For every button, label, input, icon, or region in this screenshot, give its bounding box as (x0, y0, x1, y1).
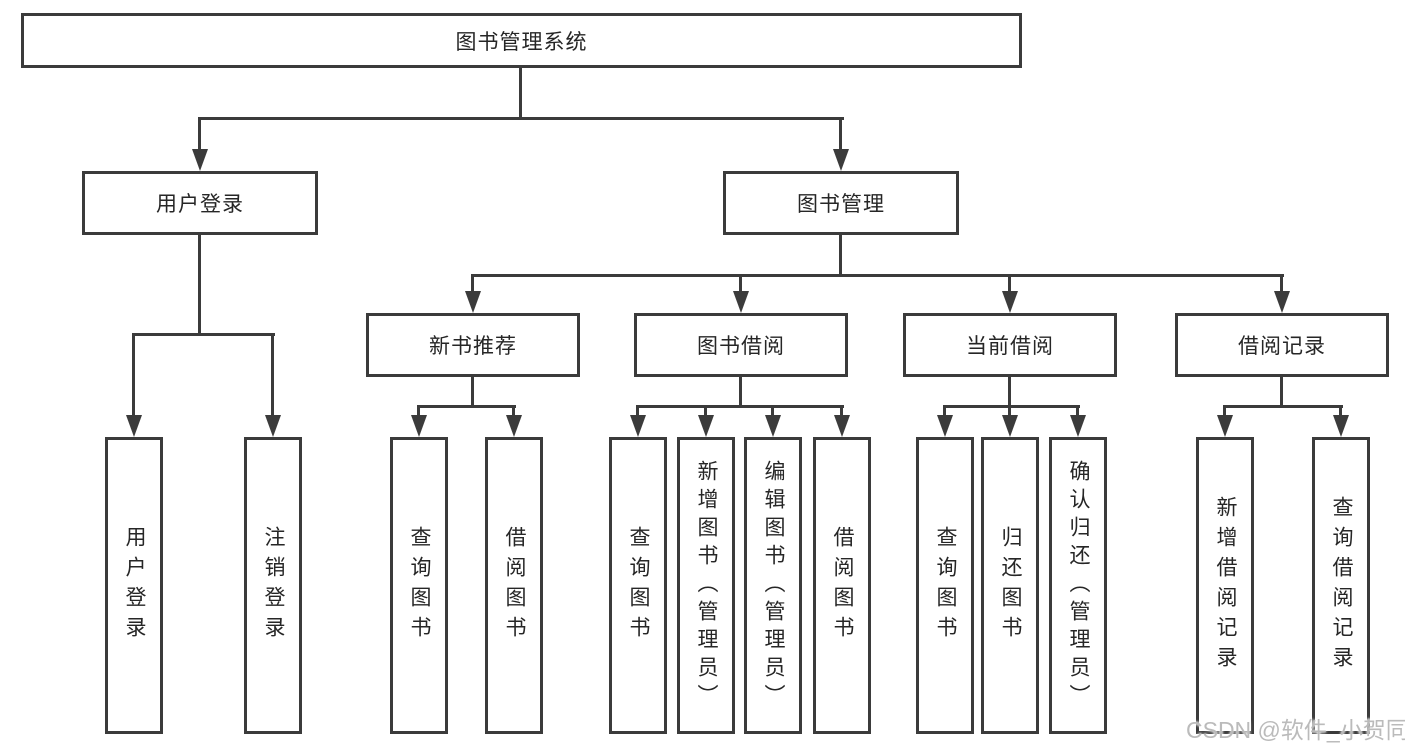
connector-vline (943, 407, 946, 417)
leaf-current-return-book: 归还图书 (981, 437, 1039, 734)
node-user-login: 用户登录 (82, 171, 318, 235)
arrowhead-down-icon (733, 291, 749, 313)
connector-vline (1280, 276, 1283, 293)
leaf-borrow-edit-book-admin: 编辑图书（管理员） (744, 437, 802, 734)
arrowhead-down-icon (1217, 415, 1233, 437)
leaf-current-confirm-return-admin: 确认归还（管理员） (1049, 437, 1107, 734)
connector-hline (636, 405, 844, 408)
connector-hline (471, 274, 1284, 277)
arrowhead-down-icon (411, 415, 427, 437)
connector-vline (739, 377, 742, 408)
connector-vline (519, 68, 522, 119)
connector-vline (271, 335, 274, 417)
connector-vline (840, 407, 843, 417)
leaf-borrow-query-books: 查询图书 (609, 437, 667, 734)
connector-vline (1008, 276, 1011, 293)
arrowhead-down-icon (833, 149, 849, 171)
connector-vline (636, 407, 639, 417)
connector-vline (1280, 377, 1283, 408)
leaf-recommend-borrow-books: 借阅图书 (485, 437, 543, 734)
connector-vline (417, 407, 420, 417)
connector-vline (704, 407, 707, 417)
connector-vline (471, 276, 474, 293)
csdn-watermark: CSDN @软件_小贺同学 (1186, 717, 1405, 743)
arrowhead-down-icon (630, 415, 646, 437)
node-new-book-recommend: 新书推荐 (366, 313, 580, 377)
arrowhead-down-icon (126, 415, 142, 437)
arrowhead-down-icon (765, 415, 781, 437)
node-borrow-records: 借阅记录 (1175, 313, 1389, 377)
arrowhead-down-icon (1070, 415, 1086, 437)
node-current-borrow: 当前借阅 (903, 313, 1117, 377)
connector-vline (1223, 407, 1226, 417)
arrowhead-down-icon (265, 415, 281, 437)
arrowhead-down-icon (1002, 291, 1018, 313)
arrowhead-down-icon (937, 415, 953, 437)
leaf-logout: 注销登录 (244, 437, 302, 734)
connector-vline (739, 276, 742, 293)
arrowhead-down-icon (1002, 415, 1018, 437)
arrowhead-down-icon (506, 415, 522, 437)
arrowhead-down-icon (1333, 415, 1349, 437)
arrowhead-down-icon (698, 415, 714, 437)
arrowhead-down-icon (834, 415, 850, 437)
arrowhead-down-icon (192, 149, 208, 171)
leaf-records-add-record: 新增借阅记录 (1196, 437, 1254, 734)
leaf-borrow-add-book-admin: 新增图书（管理员） (677, 437, 735, 734)
leaf-records-query-record: 查询借阅记录 (1312, 437, 1370, 734)
connector-vline (1339, 407, 1342, 417)
connector-vline (132, 335, 135, 417)
connector-vline (1076, 407, 1079, 417)
node-root: 图书管理系统 (21, 13, 1022, 68)
leaf-current-query-books: 查询图书 (916, 437, 974, 734)
connector-hline (417, 405, 516, 408)
leaf-user-login: 用户登录 (105, 437, 163, 734)
connector-vline (198, 235, 201, 336)
connector-vline (198, 119, 201, 151)
connector-hline (943, 405, 1080, 408)
connector-vline (771, 407, 774, 417)
connector-vline (1008, 377, 1011, 408)
connector-vline (471, 377, 474, 408)
connector-hline (198, 117, 844, 120)
connector-vline (512, 407, 515, 417)
connector-vline (1008, 407, 1011, 417)
connector-hline (132, 333, 275, 336)
arrowhead-down-icon (1274, 291, 1290, 313)
connector-vline (839, 235, 842, 277)
node-book-management: 图书管理 (723, 171, 959, 235)
node-book-borrow: 图书借阅 (634, 313, 848, 377)
arrowhead-down-icon (465, 291, 481, 313)
leaf-borrow-borrow-books: 借阅图书 (813, 437, 871, 734)
connector-hline (1223, 405, 1343, 408)
connector-vline (839, 119, 842, 151)
leaf-recommend-query-books: 查询图书 (390, 437, 448, 734)
